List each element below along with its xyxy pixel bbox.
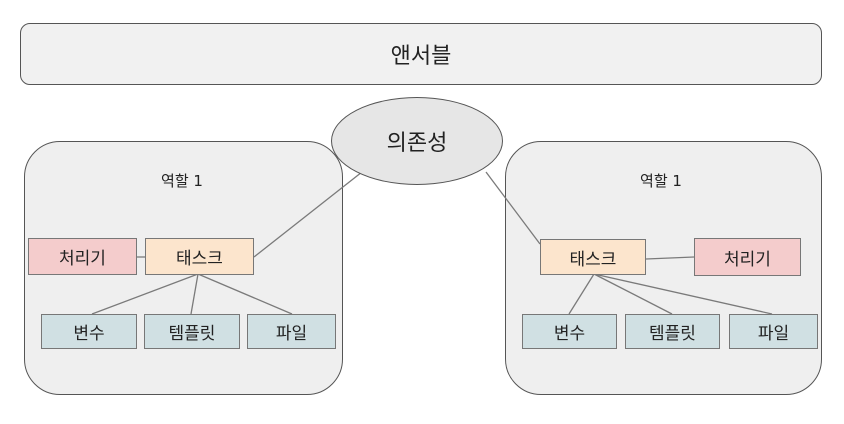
- files-node-left: 파일: [247, 314, 336, 349]
- role-label-right: 역할 1: [640, 172, 682, 190]
- templates-node-right: 템플릿: [625, 314, 720, 349]
- handler-node-right: 처리기: [694, 238, 801, 276]
- connector-task-to-templates-right: [593, 273, 673, 315]
- connector-task-to-files-right: [593, 273, 773, 315]
- connector-task-to-handler-right: [645, 256, 695, 260]
- task-node-right: 태스크: [540, 239, 646, 275]
- templates-node-left: 템플릿: [144, 314, 240, 349]
- dependency-ellipse: 의존성: [331, 97, 503, 185]
- dependency-label: 의존성: [386, 131, 448, 156]
- connector-task-to-templates-left: [190, 273, 199, 315]
- ensemble-label: 앤서블: [390, 44, 452, 69]
- variables-node-right: 변수: [522, 314, 617, 349]
- files-node-right: 파일: [729, 314, 818, 349]
- task-node-left: 태스크: [145, 238, 254, 275]
- connector-task-to-dependency-left: [253, 171, 363, 258]
- connector-task-to-variables-left: [91, 273, 199, 315]
- connector-task-to-files-left: [197, 273, 293, 315]
- connector-dependency-to-task-right: [485, 171, 541, 245]
- connector-task-to-variables-right: [568, 273, 595, 315]
- role-label-left: 역할 1: [161, 172, 203, 190]
- variables-node-left: 변수: [41, 314, 137, 349]
- ensemble-box: 앤서블: [20, 23, 822, 85]
- handler-node-left: 처리기: [28, 238, 137, 275]
